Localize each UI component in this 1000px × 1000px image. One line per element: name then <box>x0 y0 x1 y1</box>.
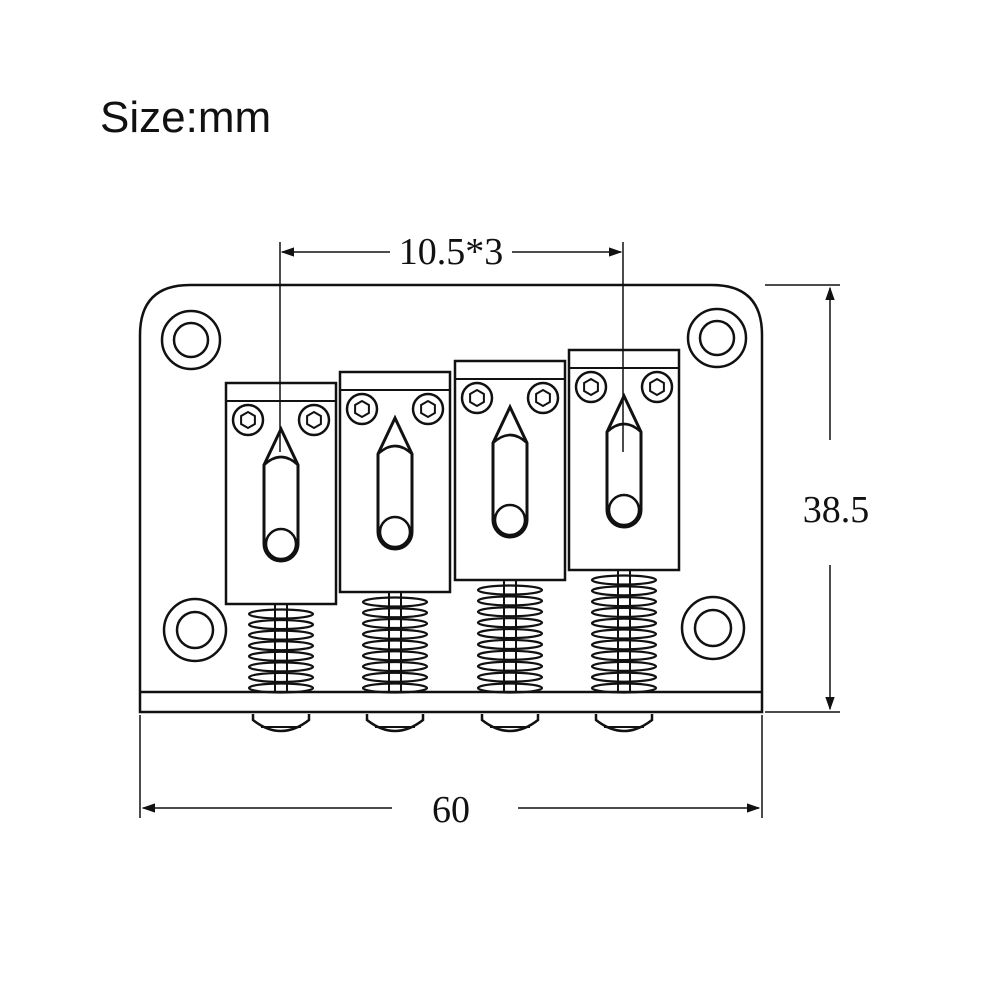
saddle-3 <box>453 359 567 733</box>
height-screw <box>231 403 265 437</box>
mounting-hole-top-right <box>686 307 748 369</box>
spring <box>361 596 429 694</box>
saddle-1 <box>224 381 338 733</box>
string-slot <box>376 414 414 551</box>
spring <box>476 584 544 694</box>
height-screw <box>411 392 445 426</box>
mounting-hole-bottom-right <box>680 595 746 661</box>
height-dimension: 38.5 <box>765 284 870 713</box>
base-plate <box>138 283 764 714</box>
mounting-hole-bottom-left <box>162 597 228 663</box>
height-screw <box>526 381 560 415</box>
screw-head <box>251 714 311 733</box>
screw-head <box>480 714 540 733</box>
spring <box>247 608 315 694</box>
saddle-4 <box>567 348 681 733</box>
spring <box>590 574 658 694</box>
string-slot <box>491 403 529 539</box>
height-screw <box>460 381 494 415</box>
intonation-screw <box>274 604 288 692</box>
width-dimension: 60 <box>139 715 763 831</box>
height-screw <box>574 370 608 404</box>
saddle-group <box>224 348 681 733</box>
screw-head <box>594 714 654 733</box>
height-screw <box>640 370 674 404</box>
saddle-2 <box>338 370 452 733</box>
unit-label: Size:mm <box>100 93 272 142</box>
screw-head <box>365 714 425 733</box>
mounting-hole-top-left <box>160 309 222 371</box>
width-dimension-label: 60 <box>432 789 470 831</box>
spacing-dimension: 10.5*3 <box>279 231 624 452</box>
string-slot <box>262 425 300 563</box>
height-screw <box>345 392 379 426</box>
string-slot <box>605 392 643 529</box>
height-dimension-label: 38.5 <box>803 489 870 531</box>
height-screw <box>297 403 331 437</box>
spacing-dimension-label: 10.5*3 <box>399 231 504 273</box>
